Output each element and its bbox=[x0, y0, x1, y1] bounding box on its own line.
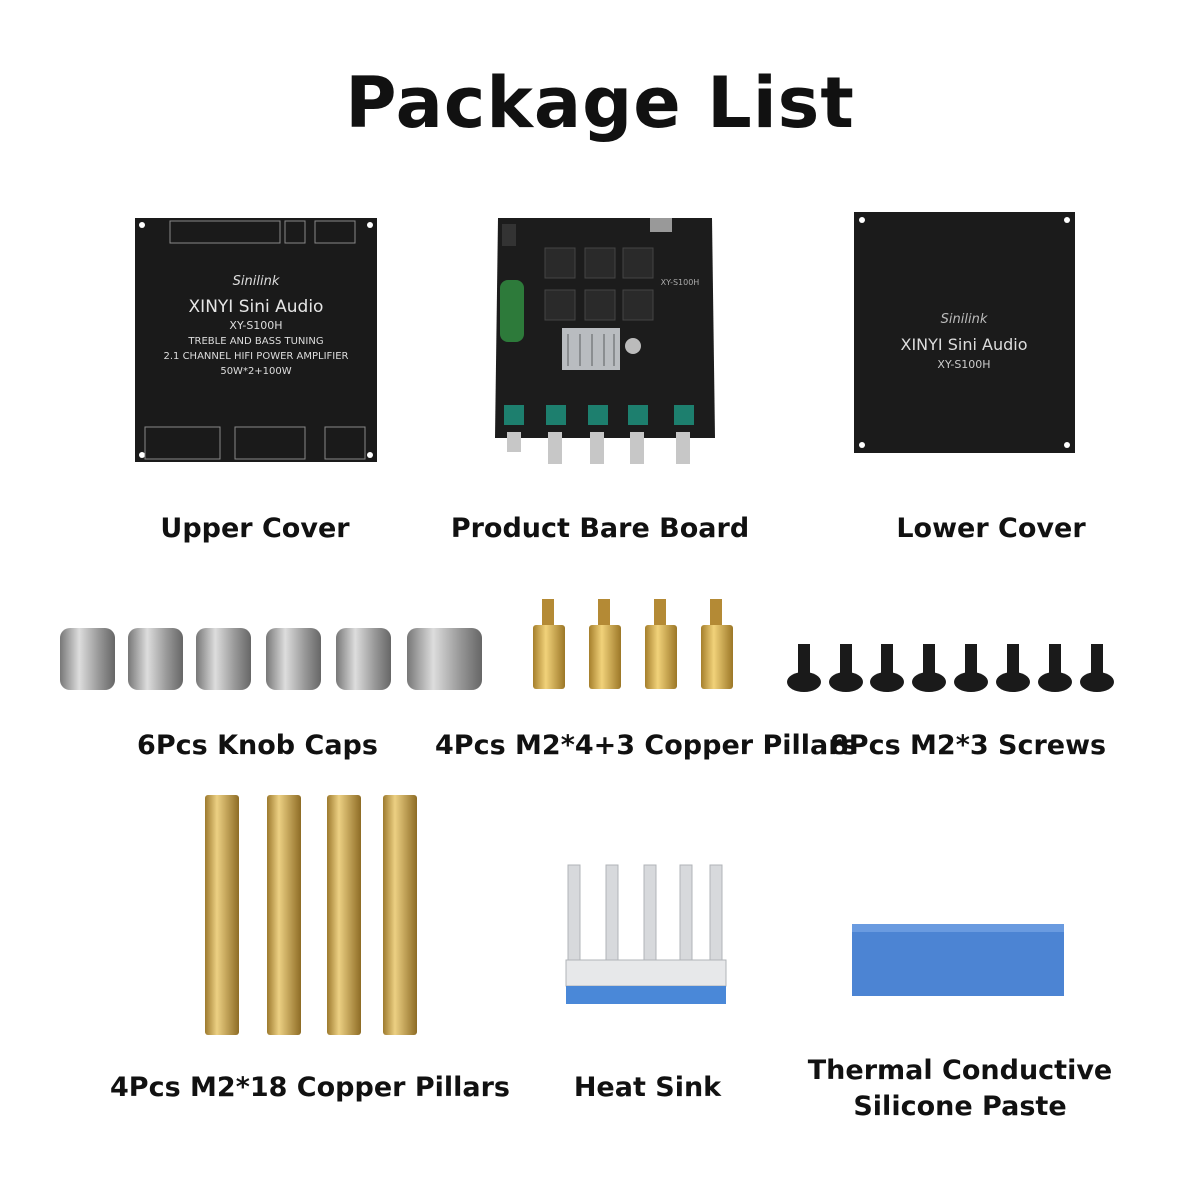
label-screws: 8Pcs M2*3 Screws bbox=[830, 730, 1107, 761]
knob-cap bbox=[60, 628, 115, 690]
short-pillar bbox=[533, 599, 565, 689]
upper-cover-line3: 50W*2+100W bbox=[220, 366, 291, 377]
upper-cover-name: XINYI Sini Audio bbox=[189, 297, 324, 317]
knob-cap bbox=[128, 628, 183, 690]
lower-cover-model: XY-S100H bbox=[937, 358, 990, 371]
thermal-paste-image bbox=[852, 924, 1064, 996]
label-thermal-paste: Thermal Conductive Silicone Paste bbox=[800, 1053, 1120, 1125]
lower-cover-image: Sinilink XINYI Sini Audio XY-S100H bbox=[854, 212, 1075, 453]
lower-cover-brand: Sinilink bbox=[941, 312, 988, 327]
lower-cover-name: XINYI Sini Audio bbox=[901, 335, 1028, 354]
page-title: Package List bbox=[345, 62, 855, 144]
screw bbox=[870, 644, 904, 692]
knob-cap bbox=[407, 628, 482, 690]
label-knob-caps: 6Pcs Knob Caps bbox=[137, 730, 378, 761]
screw bbox=[996, 644, 1030, 692]
upper-cover-brand: Sinilink bbox=[233, 274, 280, 289]
long-pillar bbox=[327, 795, 361, 1035]
label-upper-cover: Upper Cover bbox=[160, 513, 350, 544]
screw bbox=[829, 644, 863, 692]
knob-cap bbox=[196, 628, 251, 690]
bare-board-model: XY-S100H bbox=[661, 278, 700, 287]
label-thermal-paste-line2: Silicone Paste bbox=[853, 1091, 1067, 1122]
bare-board-image: XY-S100H bbox=[495, 218, 715, 464]
label-lower-cover: Lower Cover bbox=[896, 513, 1086, 544]
long-pillar bbox=[205, 795, 239, 1035]
knob-caps-image bbox=[60, 628, 482, 690]
long-pillar bbox=[267, 795, 301, 1035]
long-pillar bbox=[383, 795, 417, 1035]
screw bbox=[1038, 644, 1072, 692]
upper-cover-model: XY-S100H bbox=[229, 319, 282, 332]
upper-cover-image: Sinilink XINYI Sini Audio XY-S100H TREBL… bbox=[135, 218, 377, 462]
short-pillar bbox=[589, 599, 621, 689]
label-thermal-paste-line1: Thermal Conductive bbox=[807, 1055, 1113, 1086]
upper-cover-line1: TREBLE AND BASS TUNING bbox=[187, 336, 323, 347]
knob-cap bbox=[266, 628, 321, 690]
short-pillar bbox=[701, 599, 733, 689]
knob-cap bbox=[336, 628, 391, 690]
screw bbox=[787, 644, 821, 692]
long-pillars-image bbox=[205, 795, 417, 1035]
label-product-bare-board: Product Bare Board bbox=[450, 513, 750, 544]
short-pillars-image bbox=[533, 599, 733, 689]
screw bbox=[1080, 644, 1114, 692]
label-heat-sink: Heat Sink bbox=[573, 1072, 722, 1103]
screws-image bbox=[787, 644, 1114, 692]
screw bbox=[954, 644, 988, 692]
screw bbox=[912, 644, 946, 692]
heat-sink-image bbox=[565, 864, 727, 1004]
upper-cover-line2: 2.1 CHANNEL HIFI POWER AMPLIFIER bbox=[163, 351, 348, 362]
label-short-copper-pillars: 4Pcs M2*4+3 Copper Pillars bbox=[435, 730, 858, 761]
short-pillar bbox=[645, 599, 677, 689]
label-long-copper-pillars: 4Pcs M2*18 Copper Pillars bbox=[110, 1072, 511, 1103]
